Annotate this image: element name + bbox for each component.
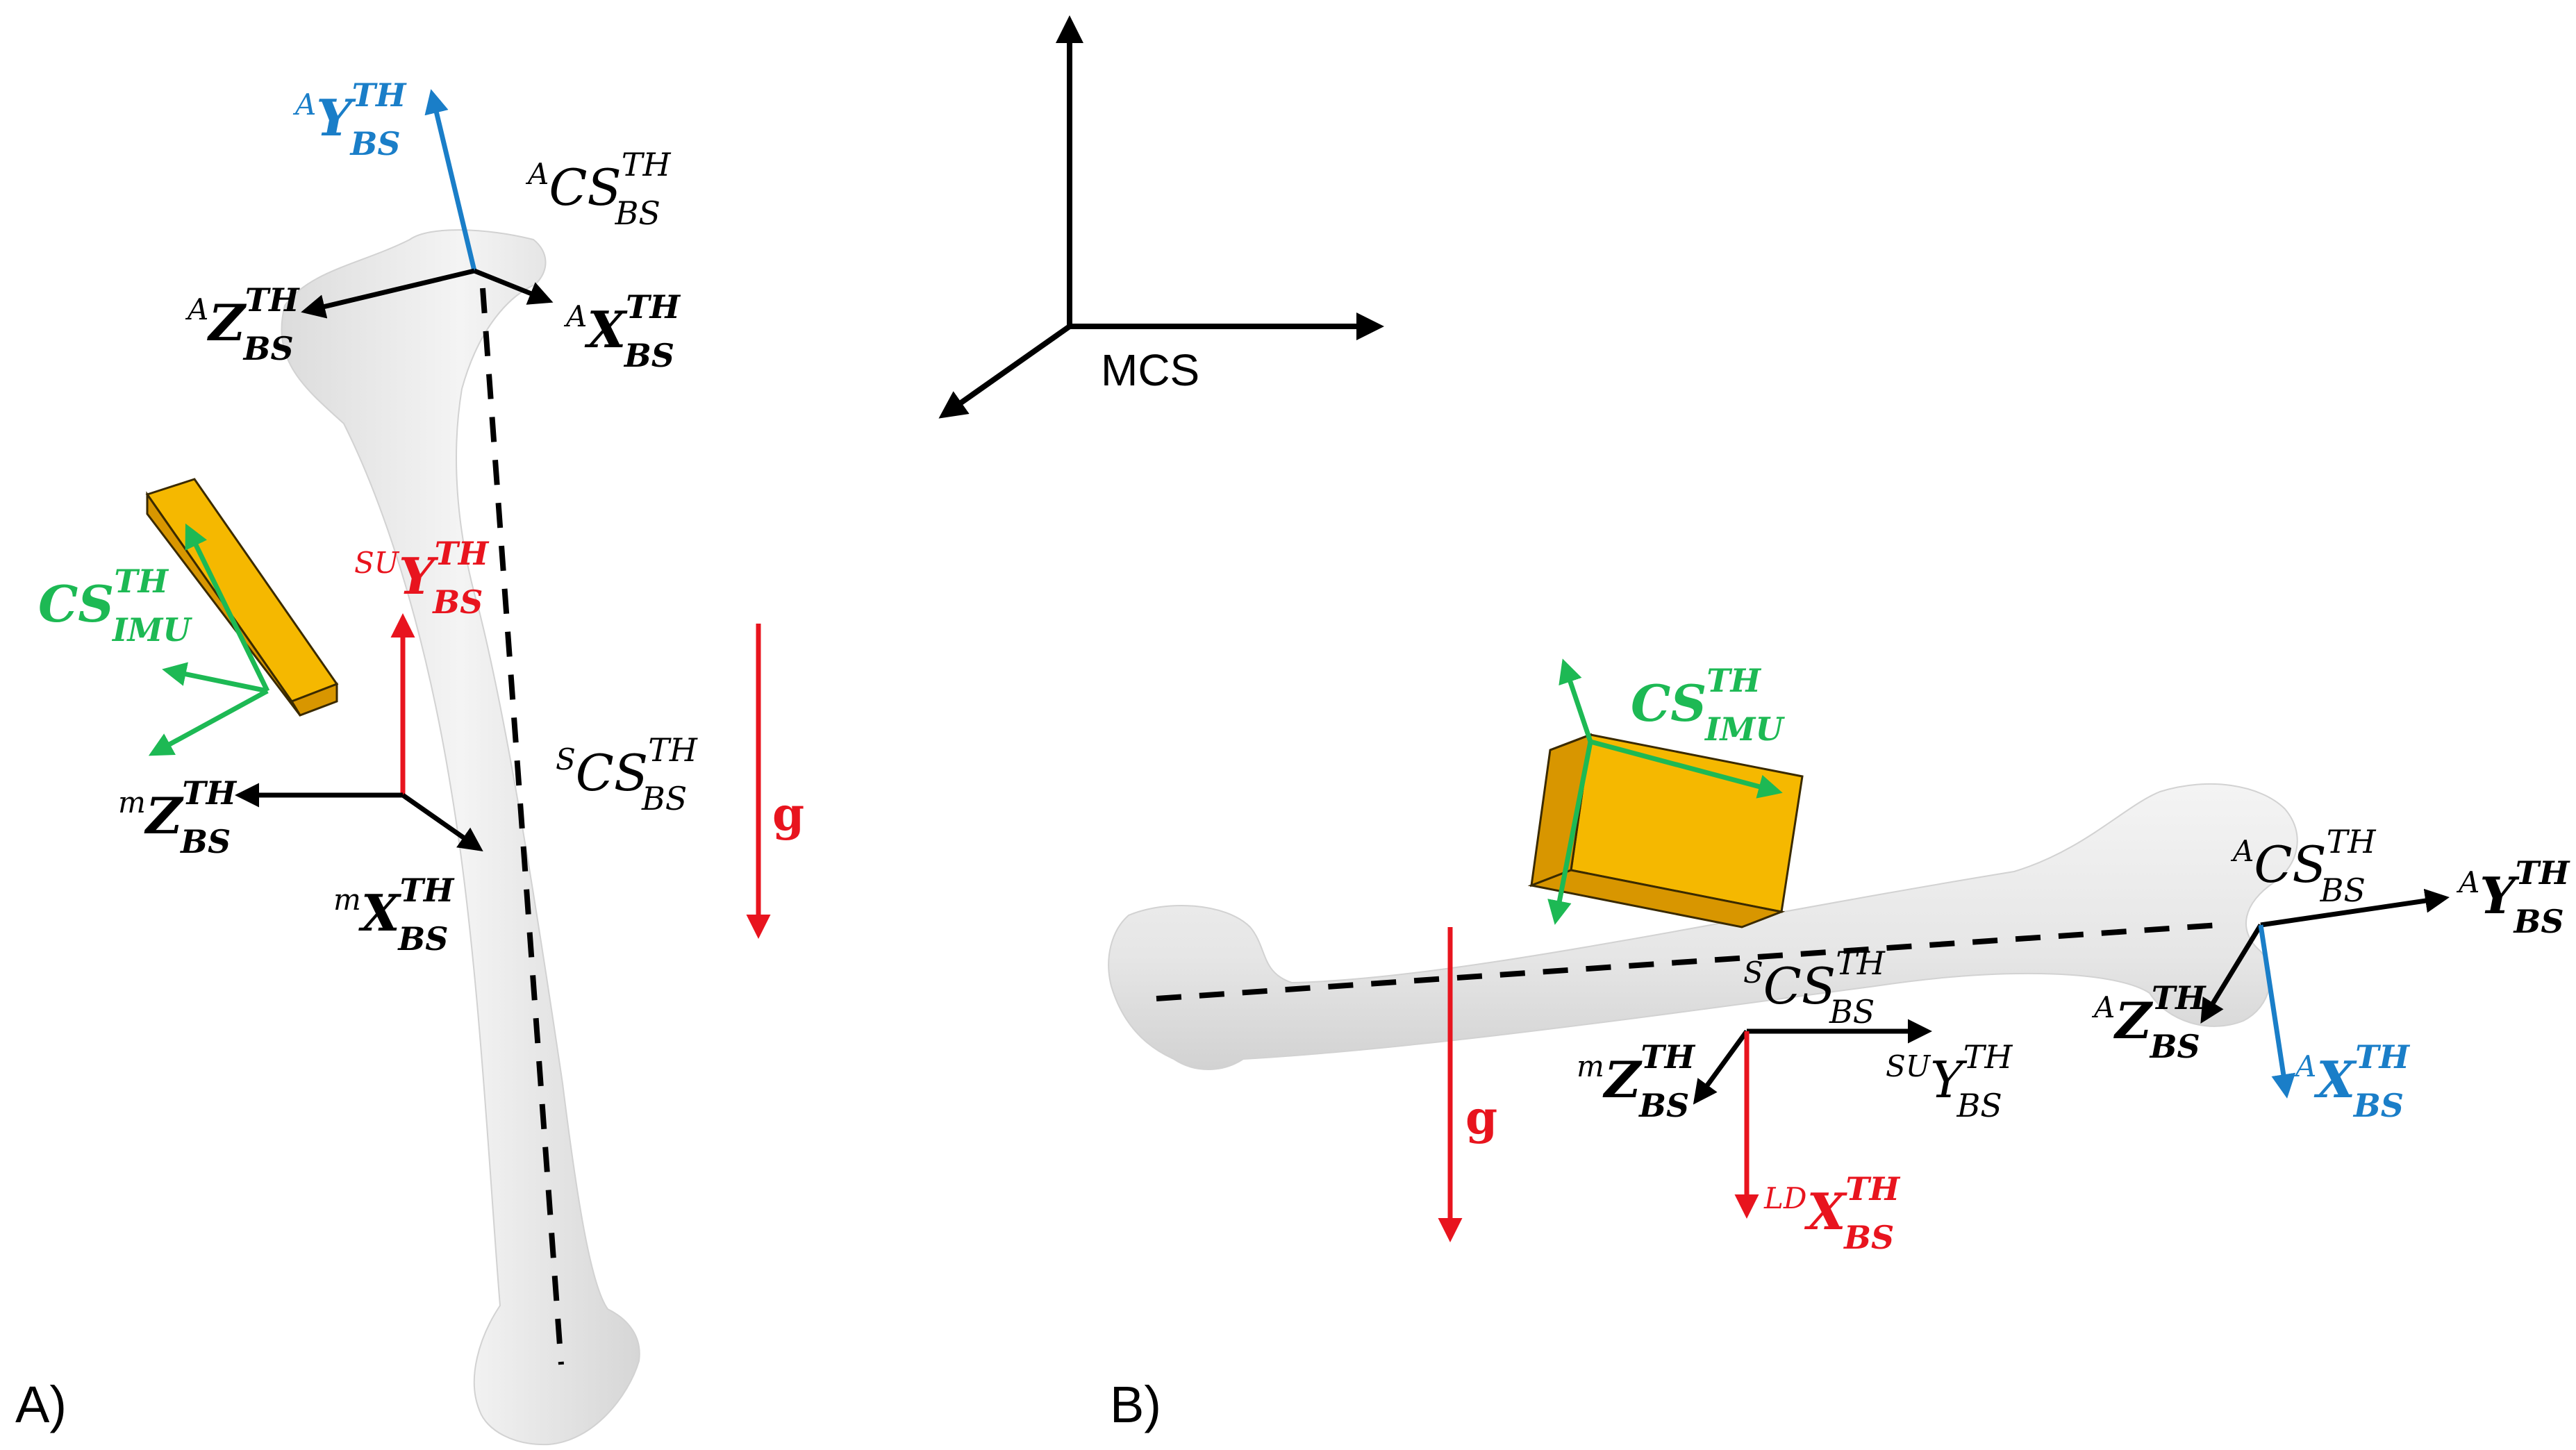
b-imu-axis-up [1559,658,1593,743]
a-m-x-axis [401,793,483,852]
a-anat-x-axis [473,268,554,305]
a-long-axis-dashed [480,288,564,1365]
a-imu-box [145,478,339,717]
b-anat-x-axis [2258,924,2296,1099]
b-imu-axis-right [1590,739,1783,799]
b-m-z-axis [1693,1029,1749,1105]
b-anat-y-axis [2260,888,2450,928]
a-anat-z-axis [301,268,475,319]
panel-a-tag: A) [15,1376,67,1433]
mcs-frame: MCS [938,15,1384,419]
mcs-label: MCS [1101,345,1199,395]
b-gravity-label: g [1465,1090,1497,1144]
a-imu-axis-1 [185,523,270,692]
b-long-axis-dashed [1156,922,2220,1001]
b-imu-axis-down [1547,741,1593,925]
a-imu-axis-3 [148,688,269,756]
bone-b [1108,783,2298,1070]
b-imu-box [1527,733,1804,928]
b-anat-z-axis [2200,924,2263,1024]
a-imu-axis-2 [162,662,268,694]
a-gravity-label: g [772,787,804,841]
a-anat-y-axis [424,89,477,272]
panel-b-tag: B) [1110,1376,1161,1433]
mcs-axis-diag [938,324,1072,419]
